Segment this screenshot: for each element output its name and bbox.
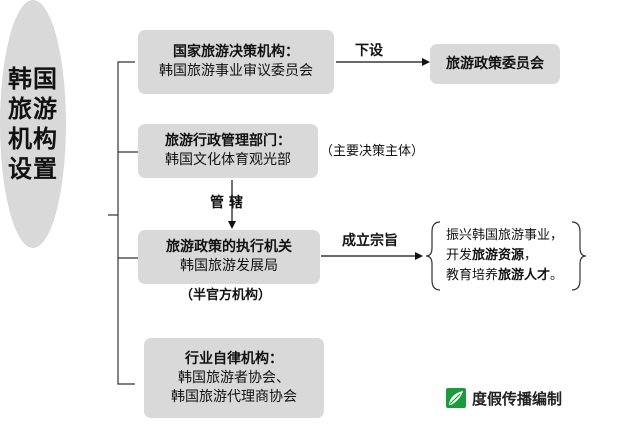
- decision-subtitle: 韩国旅游事业审议委员会: [159, 63, 313, 79]
- industry-node: 行业自律机构： 韩国旅游者协会、 韩国旅游代理商协会: [144, 338, 324, 418]
- arrow-setup-head: [422, 58, 430, 66]
- purpose-line-3: 教育培养旅游人才。: [446, 266, 563, 286]
- purpose-line-3-bold: 旅游人才: [498, 268, 551, 283]
- purpose-left-brace: [425, 221, 441, 291]
- purpose-line-2-suffix: ，: [524, 248, 538, 263]
- purpose-label: 成立宗旨: [342, 233, 398, 249]
- root-line-1: 韩国: [8, 65, 58, 93]
- admin-title: 旅游行政管理部门：: [165, 133, 291, 149]
- industry-title: 行业自律机构：: [185, 350, 283, 367]
- semi-official-note: （半官方机构）: [180, 288, 272, 303]
- main-subject-note: （主要决策主体）: [320, 144, 425, 159]
- arrow-purpose-head: [415, 252, 423, 260]
- purpose-line-2-prefix: 开发: [446, 248, 473, 263]
- purpose-line-1: 振兴韩国旅游事业，: [446, 228, 564, 243]
- setup-label: 下设: [355, 43, 383, 59]
- purpose-line-3-prefix: 教育培养: [446, 268, 499, 283]
- root-line-4: 设置: [8, 155, 58, 183]
- industry-line-3: 韩国旅游代理商协会: [171, 388, 297, 405]
- purpose-list: 振兴韩国旅游事业， 开发旅游资源， 教育培养旅游人才。: [446, 226, 563, 286]
- root-node-korea-tourism-org: 韩国 旅游 机构 设置: [0, 0, 66, 248]
- decision-title: 国家旅游决策机构：: [173, 44, 299, 60]
- purpose-line-2-bold: 旅游资源: [472, 248, 525, 263]
- purpose-line-2: 开发旅游资源，: [446, 246, 563, 266]
- decision-node: 国家旅游决策机构： 韩国旅游事业审议委员会: [138, 30, 334, 94]
- committee-node: 旅游政策委员会: [430, 44, 560, 84]
- purpose-line-3-suffix: 。: [550, 268, 564, 283]
- brand-text: 度假传播编制: [472, 390, 563, 408]
- root-line-3: 机构: [8, 125, 58, 153]
- admin-node: 旅游行政管理部门： 韩国文化体育观光部: [138, 124, 318, 178]
- committee-title: 旅游政策委员会: [446, 55, 544, 72]
- leaf-logo-icon: [446, 388, 466, 408]
- purpose-right-brace: [571, 221, 587, 291]
- root-line-2: 旅游: [8, 95, 58, 123]
- execution-node: 旅游政策的执行机关 韩国旅游发展局: [138, 230, 320, 284]
- arrow-govern-head: [228, 221, 236, 229]
- execution-title: 旅游政策的执行机关: [166, 239, 292, 255]
- industry-line-2: 韩国旅游者协会、: [178, 369, 290, 386]
- admin-subtitle: 韩国文化体育观光部: [165, 152, 291, 168]
- tree-bracket: [117, 61, 135, 385]
- govern-label: 管 辖: [210, 195, 243, 211]
- execution-subtitle: 韩国旅游发展局: [180, 258, 278, 274]
